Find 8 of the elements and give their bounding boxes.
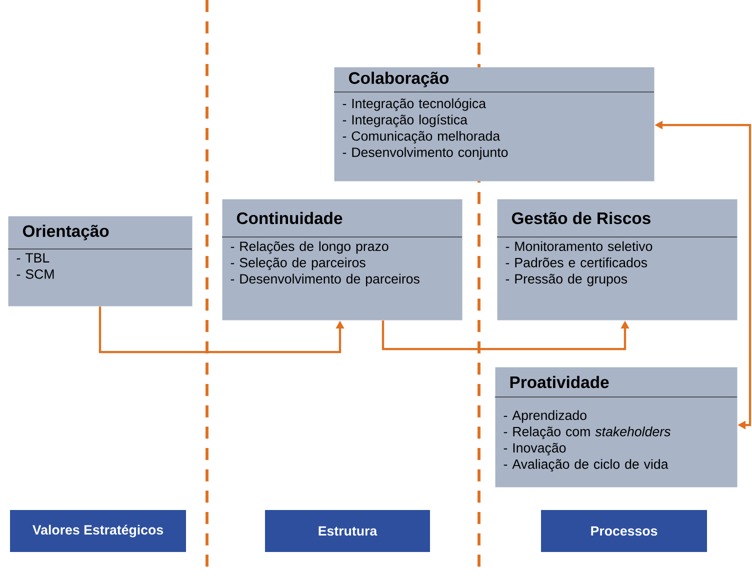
- column-label: Processos: [541, 510, 707, 552]
- category-box: Colaboração - Integração tecnológica - Integração logística - Comunicação melhorada - Desenvolvimento conjunto: [334, 67, 654, 182]
- column-label: Estrutura: [265, 510, 430, 552]
- column-label: Valores Estratégicos: [10, 510, 186, 552]
- category-box: Gestão de Riscos - Monitoramento seletivo - Padrões e certificados - Pressão de grupos: [496, 199, 738, 320]
- category-box: Continuidade - Relações de longo prazo - Seleção de parceiros - Desenvolvimento de parceiros: [222, 199, 462, 320]
- category-box: Orientação - TBL - SCM: [8, 216, 192, 306]
- category-box: Proatividade - Aprendizado - Relação com stakeholders - Inovação - Avaliação de ciclo de vida: [494, 367, 738, 488]
